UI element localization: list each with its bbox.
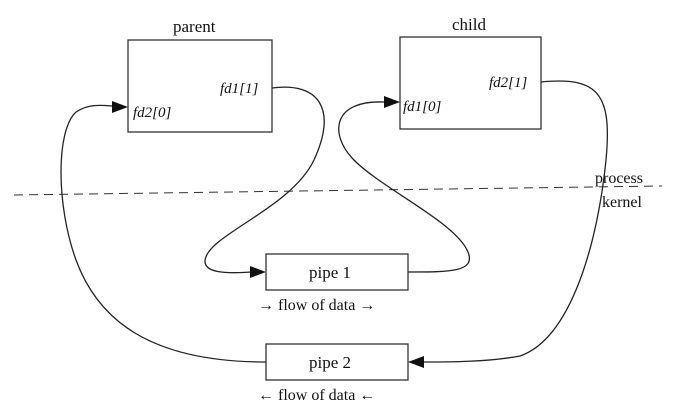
parent-fd-read: fd2[0] (133, 105, 172, 121)
parent-input-arrowhead (112, 101, 128, 113)
kernel-label: kernel (602, 194, 643, 211)
process-label: process (595, 170, 643, 187)
parent-box (127, 39, 273, 133)
pipe1-to-child-wire (338, 101, 471, 273)
parent-title: parent (173, 17, 216, 36)
pipe-1-label: pipe 1 (309, 263, 351, 282)
pipe2-input-arrowhead (408, 356, 424, 368)
child-input-arrowhead (384, 96, 400, 108)
pipe-1-flow-label: → flow of data → (258, 297, 375, 314)
pipe-2-flow-label: ← flow of data ← (258, 387, 375, 404)
pipe-2: pipe 2 ← flow of data ← (258, 343, 409, 404)
child-title: child (452, 15, 486, 34)
child-fd-read: fd1[0] (403, 99, 442, 115)
parent-fd-write: fd1[1] (220, 81, 259, 97)
child-box (399, 36, 542, 130)
pipe2-to-parent-wire (60, 104, 267, 363)
child-process: child fd2[1] fd1[0] (399, 15, 542, 130)
pipe-2-label: pipe 2 (309, 353, 351, 372)
pipe-1: pipe 1 → flow of data → (258, 253, 409, 314)
parent-process: parent fd1[1] fd2[0] (127, 17, 273, 133)
parent-to-pipe1-wire (204, 86, 325, 274)
process-kernel-boundary (13, 185, 663, 196)
child-fd-write: fd2[1] (489, 75, 528, 91)
pipe1-input-arrowhead (250, 266, 266, 278)
pipe-1-box (265, 253, 409, 291)
child-to-pipe2-wire (423, 80, 609, 363)
